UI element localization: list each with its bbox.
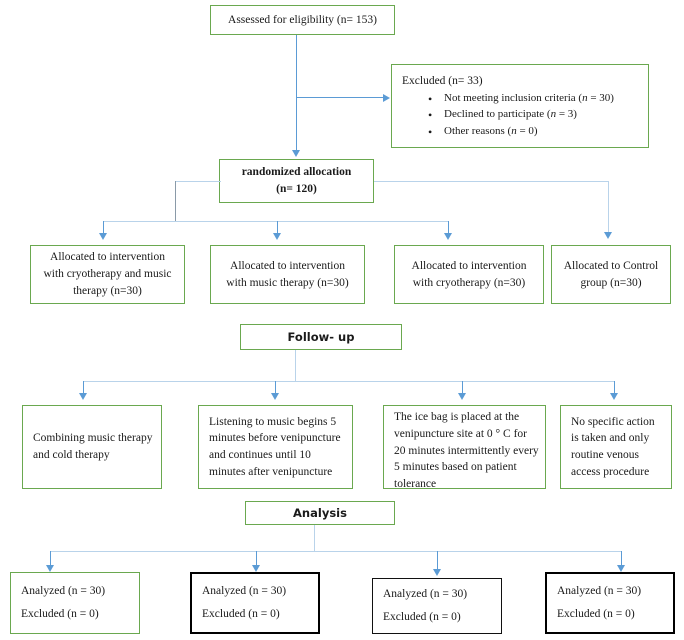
excluded-reasons-list: Not meeting inclusion criteria (n = 30) … xyxy=(392,90,618,140)
assessed-label: Assessed for eligibility (n= 153) xyxy=(228,13,377,26)
analysis-header-label: Analysis xyxy=(293,505,347,520)
arrow-followup-3 xyxy=(458,393,466,400)
followup-detail-2-label: Listening to music begins 5 minutes befo… xyxy=(209,415,341,478)
followup-header-label: Follow- up xyxy=(287,329,355,344)
analysis-result-2-analyzed: Analyzed (n = 30) xyxy=(202,585,287,598)
connector-assessed-to-randomized xyxy=(296,35,298,153)
box-followup-header: Follow- up xyxy=(240,324,402,350)
randomized-line-1: randomized allocation xyxy=(241,166,352,179)
box-allocation-group-2: Allocated to intervention with music the… xyxy=(210,245,365,304)
analysis-result-1-analyzed: Analyzed (n = 30) xyxy=(21,585,106,598)
arrow-alloc-3 xyxy=(444,233,452,240)
connector-followup-4 xyxy=(614,381,616,395)
box-followup-detail-3: The ice bag is placed at the venipunctur… xyxy=(383,405,546,491)
connector-analysis-bus xyxy=(50,551,622,553)
box-analysis-result-4: Analyzed (n = 30) Excluded (n = 0) xyxy=(545,572,675,634)
analysis-result-3-excluded: Excluded (n = 0) xyxy=(383,611,461,623)
arrow-alloc-1 xyxy=(99,233,107,240)
arrow-analysis-3 xyxy=(433,569,441,576)
connector-alloc-3 xyxy=(448,221,450,235)
box-followup-detail-4: No specific action is taken and only rou… xyxy=(560,405,672,489)
analysis-result-4-excluded: Excluded (n = 0) xyxy=(557,608,635,620)
connector-allocation-right-drop xyxy=(608,181,610,233)
box-randomized-allocation: randomized allocation (n= 120) xyxy=(219,159,374,203)
box-assessed-for-eligibility: Assessed for eligibility (n= 153) xyxy=(210,5,395,35)
analysis-result-3-analyzed: Analyzed (n = 30) xyxy=(383,588,468,601)
box-followup-detail-2: Listening to music begins 5 minutes befo… xyxy=(198,405,353,489)
excluded-title: Excluded (n= 33) xyxy=(402,74,483,87)
followup-detail-1-label: Combining music therapy and cold therapy xyxy=(33,432,153,461)
arrow-alloc-4 xyxy=(604,232,612,239)
box-followup-detail-1: Combining music therapy and cold therapy xyxy=(22,405,162,489)
box-analysis-result-3: Analyzed (n = 30) Excluded (n = 0) xyxy=(372,578,502,634)
connector-followup-1 xyxy=(83,381,85,395)
connector-followup-2 xyxy=(275,381,277,395)
box-excluded: Excluded (n= 33) Not meeting inclusion c… xyxy=(391,64,649,148)
arrow-followup-2 xyxy=(271,393,279,400)
analysis-result-1-excluded: Excluded (n = 0) xyxy=(21,608,99,620)
arrow-analysis-2 xyxy=(252,565,260,572)
connector-followup-bus xyxy=(83,381,614,383)
box-analysis-result-1: Analyzed (n = 30) Excluded (n = 0) xyxy=(10,572,140,634)
connector-analysis-3 xyxy=(437,551,439,571)
connector-allocation-stub-left xyxy=(175,181,221,183)
arrow-followup-4 xyxy=(610,393,618,400)
arrow-alloc-2 xyxy=(273,233,281,240)
allocation-group-2-label: Allocated to intervention with music the… xyxy=(226,259,349,289)
allocation-group-4-label: Allocated to Control group (n=30) xyxy=(563,259,659,289)
allocation-group-1-label: Allocated to intervention with cryothera… xyxy=(43,251,172,297)
connector-analysis-drop xyxy=(314,525,316,551)
list-item: Declined to participate (n = 3) xyxy=(428,106,614,123)
analysis-result-2-excluded: Excluded (n = 0) xyxy=(202,608,280,620)
followup-detail-4-label: No specific action is taken and only rou… xyxy=(571,415,655,478)
analysis-result-4-analyzed: Analyzed (n = 30) xyxy=(557,585,642,598)
arrow-to-randomized xyxy=(292,150,300,157)
connector-allocation-bus xyxy=(103,221,448,223)
followup-detail-3-label: The ice bag is placed at the venipunctur… xyxy=(394,411,539,491)
connector-followup-drop xyxy=(295,350,297,381)
box-analysis-result-2: Analyzed (n = 30) Excluded (n = 0) xyxy=(190,572,320,634)
box-allocation-group-3: Allocated to intervention with cryothera… xyxy=(394,245,544,304)
arrow-to-excluded xyxy=(383,93,390,102)
connector-analysis-4 xyxy=(621,551,623,567)
connector-alloc-1 xyxy=(103,221,105,235)
connector-allocation-right-run xyxy=(374,181,609,183)
connector-analysis-2 xyxy=(256,551,258,567)
connector-allocation-drop-left xyxy=(175,181,176,222)
arrow-analysis-1 xyxy=(46,565,54,572)
arrow-analysis-4 xyxy=(617,565,625,572)
box-analysis-header: Analysis xyxy=(245,501,395,525)
connector-alloc-2 xyxy=(277,221,279,235)
box-allocation-group-1: Allocated to intervention with cryothera… xyxy=(30,245,185,304)
list-item: Not meeting inclusion criteria (n = 30) xyxy=(428,90,614,107)
list-item: Other reasons (n = 0) xyxy=(428,123,614,140)
connector-followup-3 xyxy=(462,381,464,395)
allocation-group-3-label: Allocated to intervention with cryothera… xyxy=(411,259,527,289)
box-allocation-group-4: Allocated to Control group (n=30) xyxy=(551,245,671,304)
arrow-followup-1 xyxy=(79,393,87,400)
connector-to-excluded xyxy=(296,97,384,99)
randomized-line-2: (n= 120) xyxy=(276,183,317,195)
connector-analysis-1 xyxy=(50,551,52,567)
